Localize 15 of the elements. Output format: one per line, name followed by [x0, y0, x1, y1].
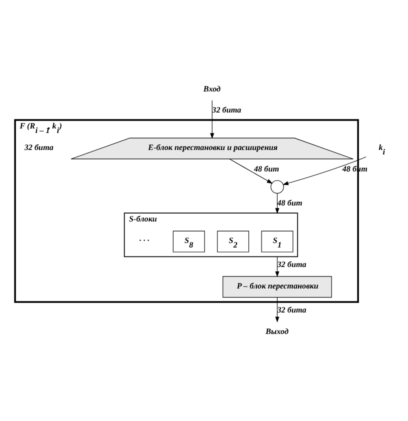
arrow: [210, 100, 214, 138]
arrow: [275, 296, 280, 322]
node-box: P – блок перестановки: [222, 276, 332, 298]
label: 32 бита: [24, 142, 54, 152]
arrow: [275, 192, 280, 214]
node-text: Вход: [203, 84, 221, 93]
arrow: [275, 256, 280, 277]
arrow: [229, 158, 273, 184]
edge-label: 32 бита: [277, 260, 306, 269]
node-circle: [270, 180, 284, 194]
node-text: Выход: [266, 326, 289, 336]
edge-label: 48 бит: [254, 164, 280, 173]
edge-label: 32 бита: [277, 305, 306, 314]
label: · · ·: [139, 236, 150, 245]
edge-label: 48 бит: [277, 198, 302, 208]
